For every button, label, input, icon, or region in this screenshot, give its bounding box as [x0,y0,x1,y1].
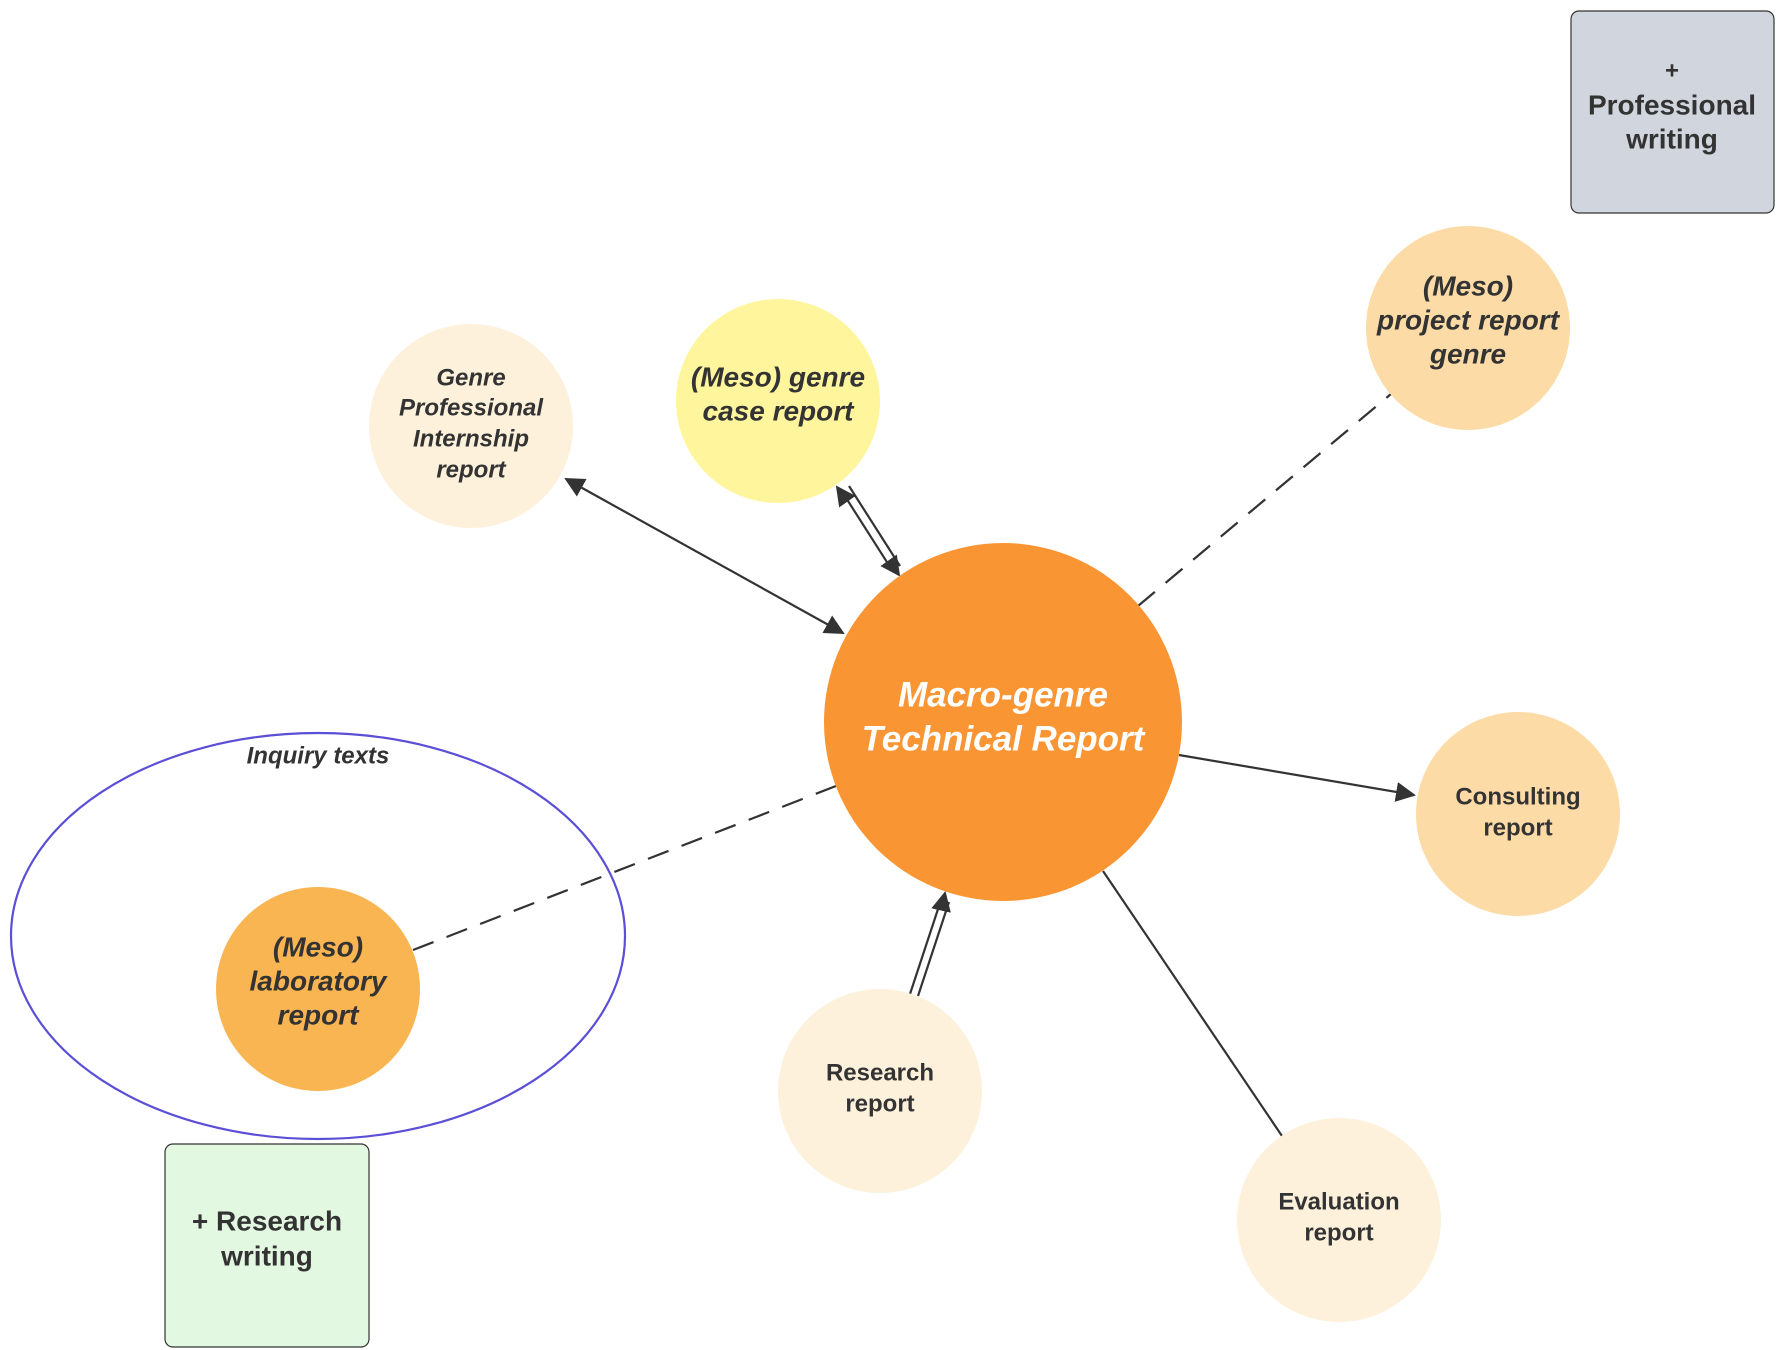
connector-case-b [848,485,901,567]
node-project-line3: genre [1429,338,1506,369]
node-project-line2: project report [1376,304,1561,335]
node-project-circle [1366,226,1570,430]
node-consulting-line1: Consulting [1455,783,1580,810]
node-laboratory-line2: laboratory [250,965,388,996]
center-node-line2: Technical Report [862,719,1146,758]
node-case: (Meso) genre case report [676,299,880,503]
research-writing-box-bg [164,1143,370,1348]
node-consulting: Consulting report [1416,712,1620,916]
connector-research-a [908,899,943,995]
node-consulting-circle [1416,712,1620,916]
inquiry-texts-label: Inquiry texts [247,742,390,769]
center-node: Macro-genre Technical Report [824,543,1182,901]
connector-project [1137,393,1392,607]
node-project-line1: (Meso) [1423,270,1513,301]
node-internship-circle [369,324,573,528]
node-research: Research report [778,989,982,1193]
inquiry-texts-group: Inquiry texts [9,731,627,1141]
professional-writing-line2: writing [1625,123,1718,154]
connector-evaluation [1102,870,1283,1137]
node-evaluation-line1: Evaluation [1278,1188,1399,1215]
connector-research-b [916,901,951,997]
node-internship-line4: report [436,456,506,483]
professional-writing-plus: + [1665,57,1679,84]
professional-writing-line1: Professional [1588,89,1756,120]
connector-internship [564,478,845,634]
node-consulting-line2: report [1483,814,1552,841]
connector-consulting [1178,753,1416,802]
connector-laboratory [412,784,837,952]
node-project: (Meso) project report genre [1366,226,1570,430]
research-writing-line1: + Research [192,1205,342,1236]
professional-writing-box-bg [1570,10,1775,214]
node-evaluation-line2: report [1304,1219,1373,1246]
connectors [412,393,1416,1137]
center-node-circle [824,543,1182,901]
node-internship: Genre Professional Internship report [369,324,573,528]
center-node-line1: Macro-genre [898,675,1108,714]
node-internship-line3: Internship [413,425,529,452]
node-research-line2: report [845,1090,914,1117]
node-laboratory-line3: report [278,999,361,1030]
node-research-line1: Research [826,1059,934,1086]
research-writing-line2: writing [220,1240,313,1271]
node-laboratory-line1: (Meso) [273,931,363,962]
node-case-circle [676,299,880,503]
node-case-line1: (Meso) genre [691,361,865,392]
research-writing-box: + Research writing [164,1143,370,1348]
node-laboratory: (Meso) laboratory report [216,887,420,1091]
node-research-circle [778,989,982,1193]
node-evaluation-circle [1237,1118,1441,1322]
professional-writing-box: + Professional writing [1570,10,1775,214]
node-laboratory-circle [216,887,420,1091]
connector-case-arrows [835,485,901,577]
node-internship-line2: Professional [399,394,544,421]
node-internship-line1: Genre [436,364,505,391]
node-case-line2: case report [703,395,856,426]
node-evaluation: Evaluation report [1237,1118,1441,1322]
inquiry-texts-ellipse [9,731,627,1141]
